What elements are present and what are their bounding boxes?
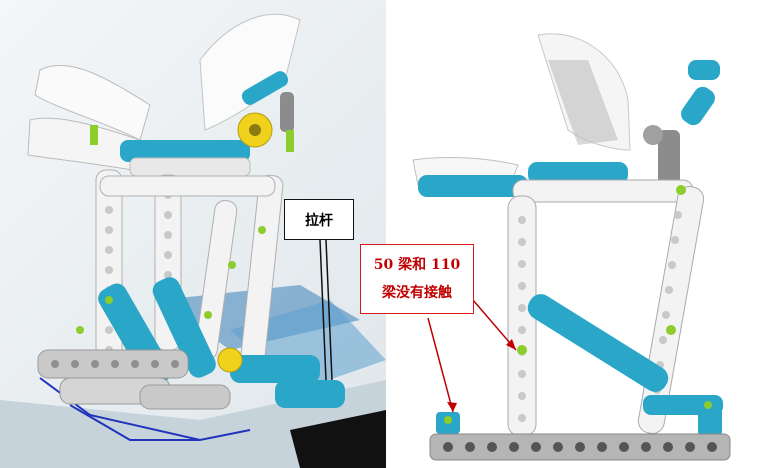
- beam-contact-callout: 50 梁和 110 梁没有接触: [360, 244, 474, 314]
- pull-rod-label: 拉杆: [305, 212, 333, 229]
- beam-note-line2: 梁没有接触: [382, 285, 452, 301]
- left-model-illustration: [0, 13, 386, 468]
- beam-note-line1: 50 梁和 110: [373, 257, 461, 273]
- pull-rod-callout: 拉杆: [284, 199, 354, 240]
- right-render-panel: [388, 0, 771, 468]
- right-model-illustration: [412, 33, 731, 461]
